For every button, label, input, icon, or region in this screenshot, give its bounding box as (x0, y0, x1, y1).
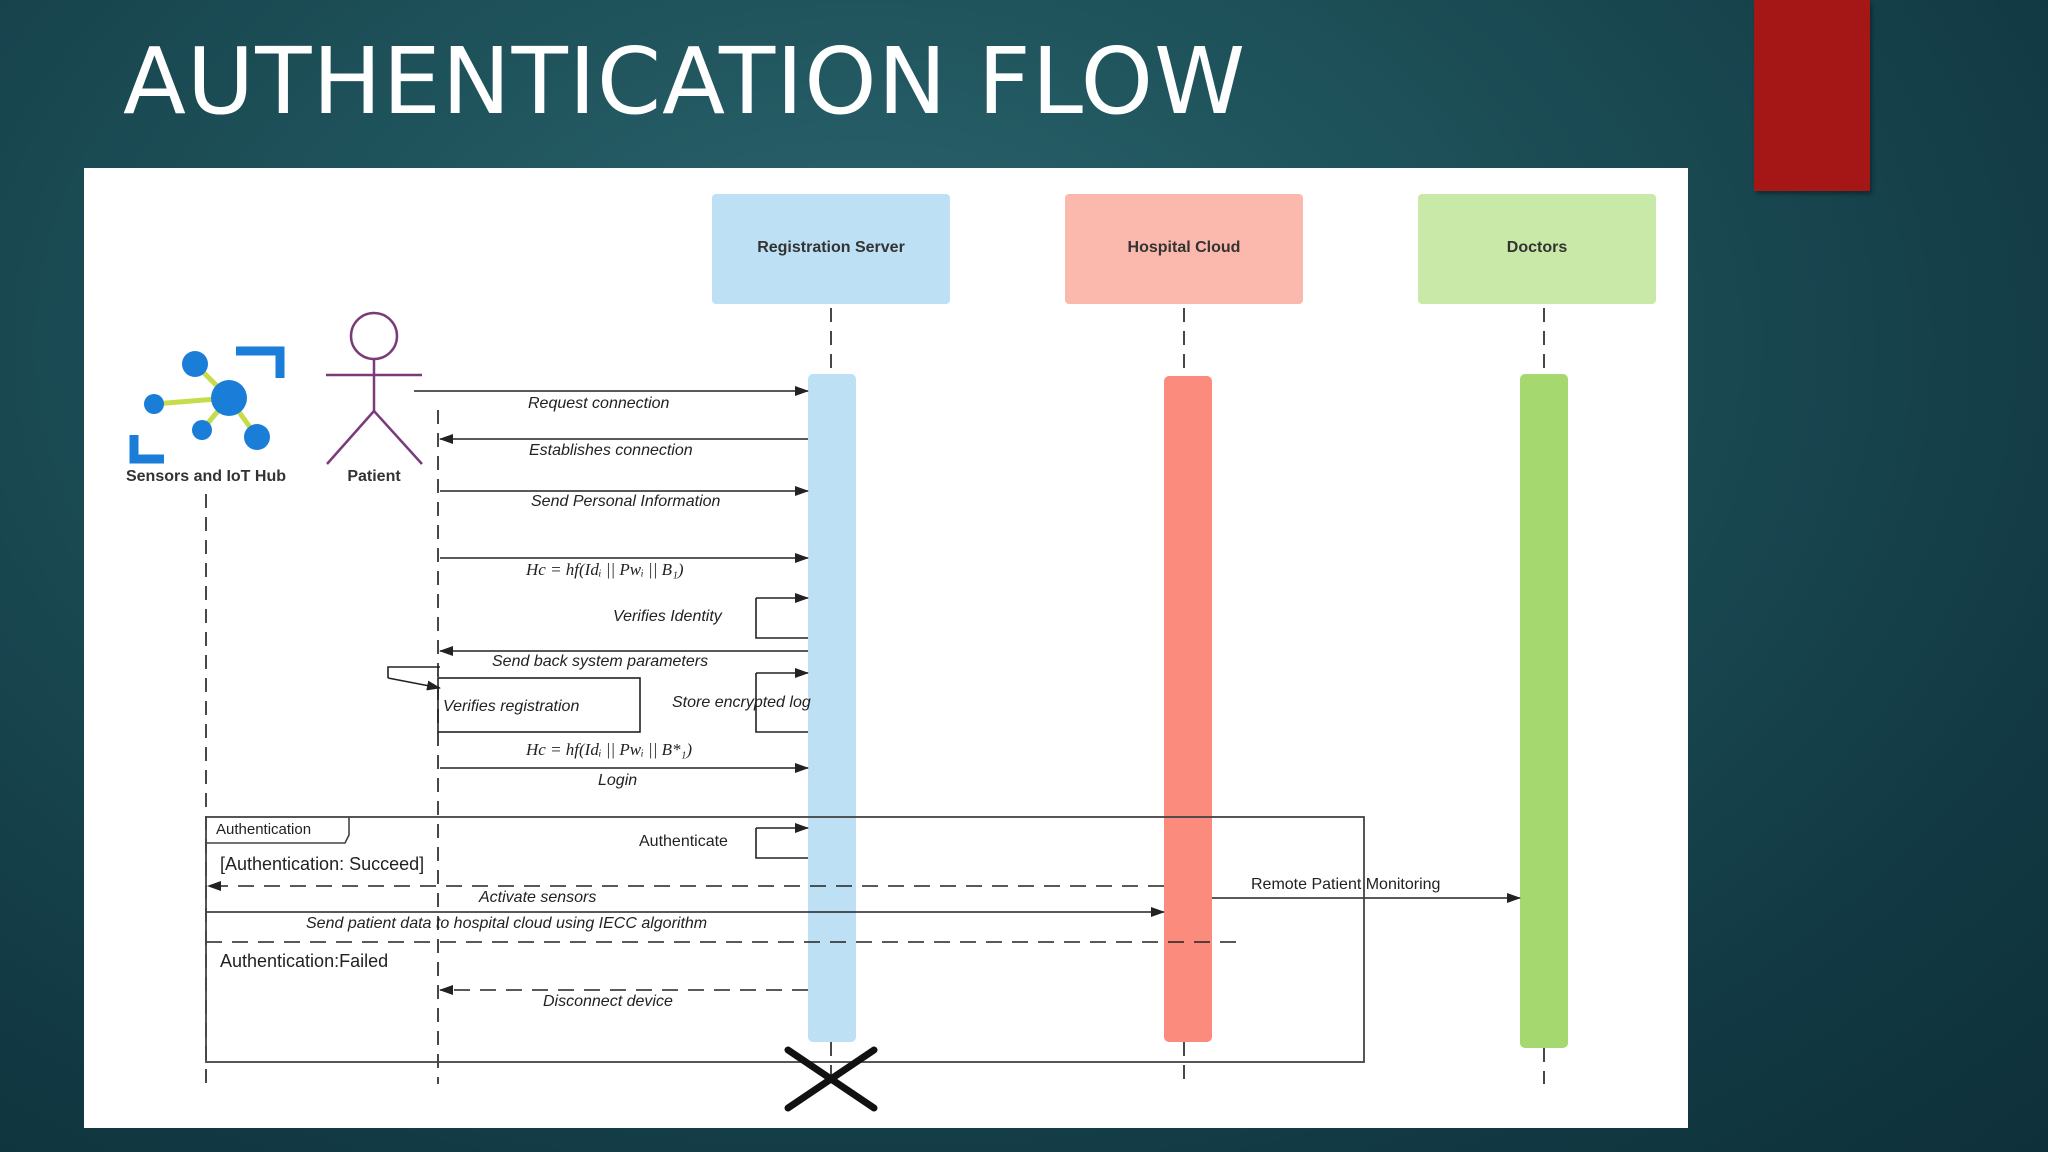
msg-verifies-identity: Verifies Identity (613, 608, 723, 625)
stick-figure-icon (326, 311, 423, 465)
authentication-fragment: Authentication [Authentication: Succeed]… (205, 816, 1365, 1063)
svg-text:Registration Server: Registration Server (757, 239, 905, 256)
msg-hash-login: Hc = hf(Idᵢ || Pwᵢ || B*₁) (525, 740, 692, 759)
msg-login: Login (598, 772, 637, 789)
msg-send-back-params: Send back system parameters (492, 653, 708, 670)
msg-hash-registration: Hc = hf(Idᵢ || Pwᵢ || B₁) (525, 560, 684, 579)
participant-hospital-cloud: Hospital Cloud (1065, 194, 1303, 304)
svg-text:[Authentication: Succeed]: [Authentication: Succeed] (220, 854, 424, 874)
activation-doctors (1520, 374, 1568, 1048)
participant-patient-label: Patient (347, 468, 401, 485)
msg-establishes-connection: Establishes connection (529, 442, 693, 459)
destroy-x-icon (784, 1046, 878, 1112)
participant-registration-server: Registration Server (712, 194, 950, 304)
svg-text:Doctors: Doctors (1507, 239, 1568, 256)
msg-store-encrypted-log: Store encrypted log (672, 694, 811, 711)
msg-verifies-registration: Verifies registration (443, 698, 579, 715)
svg-text:Authentication:Failed: Authentication:Failed (220, 951, 388, 971)
slide-title: AUTHENTICATION FLOW (123, 28, 1247, 135)
msg-disconnect-device: Disconnect device (543, 993, 673, 1010)
iot-network-icon (129, 346, 285, 464)
msg-send-patient-data: Send patient data to hospital cloud usin… (306, 915, 707, 932)
accent-bar (1754, 0, 1870, 191)
participant-sensors-label: Sensors and IoT Hub (126, 468, 286, 485)
sequence-diagram: Registration Server Hospital Cloud Docto… (126, 194, 1656, 1112)
svg-text:Hospital Cloud: Hospital Cloud (1128, 239, 1241, 256)
diagram-panel: Registration Server Hospital Cloud Docto… (84, 168, 1688, 1128)
msg-authenticate: Authenticate (639, 833, 728, 850)
msg-send-personal-info: Send Personal Information (531, 493, 721, 510)
msg-remote-monitoring: Remote Patient Monitoring (1251, 876, 1440, 893)
lifelines (205, 308, 1545, 1084)
msg-request-connection: Request connection (528, 395, 670, 412)
activation-hospital (1164, 376, 1212, 1042)
svg-text:Authentication: Authentication (216, 821, 311, 838)
activation-registration (808, 374, 856, 1042)
participant-doctors: Doctors (1418, 194, 1656, 304)
msg-activate-sensors: Activate sensors (478, 889, 596, 906)
